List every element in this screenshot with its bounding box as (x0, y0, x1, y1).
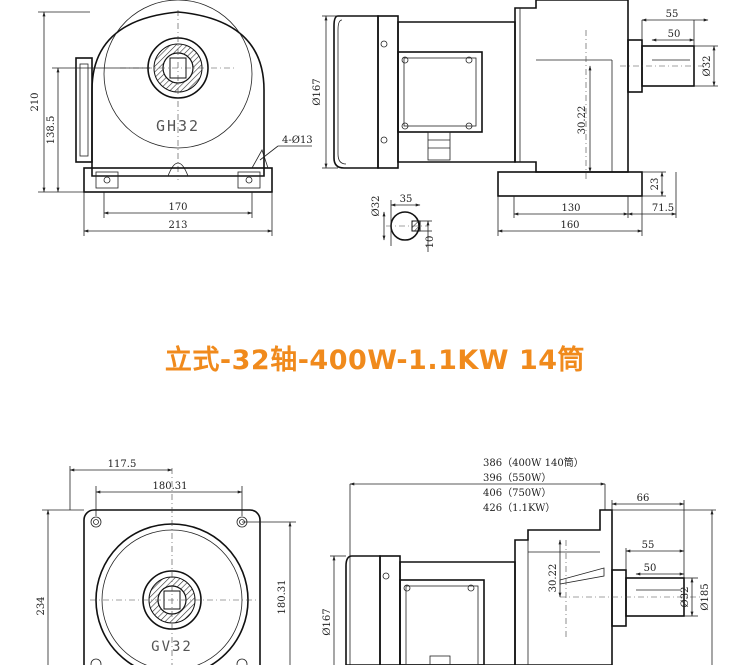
housing-face-circle (103, 0, 253, 149)
dim-30-22-bottom: 30.22 (548, 564, 559, 593)
length-406: 406（750W） (483, 487, 551, 499)
dim-160: 160 (560, 220, 579, 231)
shaft-dim-32: Ø32 (371, 196, 382, 217)
dim-170: 170 (168, 202, 187, 213)
shaft-dim-10: 10 (425, 236, 436, 249)
dim-180-31-top: 180.31 (153, 481, 188, 492)
dim-55-bottom: 55 (642, 540, 655, 551)
dim-130: 130 (561, 203, 580, 214)
shaft-section-detail: Ø32 35 10 (371, 194, 436, 252)
bottom-gear-housing (514, 509, 613, 665)
dim-30-22: 30.22 (577, 106, 588, 135)
dim-50: 50 (668, 29, 681, 40)
dim-138-5: 138.5 (46, 116, 57, 145)
page-title: 立式-32轴-400W-1.1KW 14筒 (164, 345, 586, 376)
housing-label: GH32 (156, 117, 200, 135)
side-base (497, 171, 643, 197)
dim-23: 23 (650, 178, 661, 191)
motor-flange-ring (377, 15, 399, 169)
dim-32-bottom: Ø32 (680, 587, 691, 608)
bottom-motor-end-cap (345, 555, 381, 665)
dim-50-bottom: 50 (644, 563, 657, 574)
length-426: 426（1.1KW） (483, 502, 555, 514)
top-side-view: Ø167 55 50 Ø32 30.22 23 130 71.5 160 (312, 0, 718, 236)
cable-gland (427, 131, 451, 161)
side-boss (75, 57, 93, 163)
dim-213: 213 (168, 220, 187, 231)
terminal-box (397, 51, 483, 133)
dim-4-13: 4-Ø13 (282, 135, 313, 146)
bottom-terminal-box (399, 579, 485, 665)
foot-right (237, 171, 261, 189)
dim-210: 210 (30, 92, 41, 111)
base-plate (83, 167, 273, 193)
dim-55: 55 (666, 9, 679, 20)
bottom-side-view: 386（400W 140筒） 396（550W） 406（750W） 426（1… (322, 456, 716, 665)
dim-167: Ø167 (312, 78, 323, 105)
dim-167-bottom: Ø167 (322, 608, 333, 635)
bottom-motor-flange (379, 555, 401, 665)
dim-71-5: 71.5 (652, 203, 674, 214)
housing-notch (167, 162, 189, 177)
flange-label: GV32 (151, 639, 193, 655)
dim-185: Ø185 (700, 583, 711, 610)
length-386: 386（400W 140筒） (483, 456, 584, 469)
motor-body (397, 21, 516, 163)
gear-housing-side (514, 0, 629, 173)
bottom-motor-body (399, 561, 516, 665)
length-396: 396（550W） (483, 472, 551, 484)
dim-234: 234 (36, 596, 47, 615)
dim-32: Ø32 (702, 56, 713, 77)
dim-66: 66 (637, 493, 650, 504)
dim-180-31-side: 180.31 (277, 580, 288, 615)
motor-end-cap (333, 15, 379, 169)
foot-left (95, 171, 119, 189)
top-front-view: GH32 210 138.5 4-Ø13 170 213 (30, 0, 313, 236)
shaft-dim-35: 35 (400, 194, 413, 205)
bottom-output-flange (611, 569, 627, 627)
dim-117-5: 117.5 (108, 459, 137, 470)
bottom-front-view: GV32 117.5 180.31 234 180.31 (36, 459, 296, 665)
